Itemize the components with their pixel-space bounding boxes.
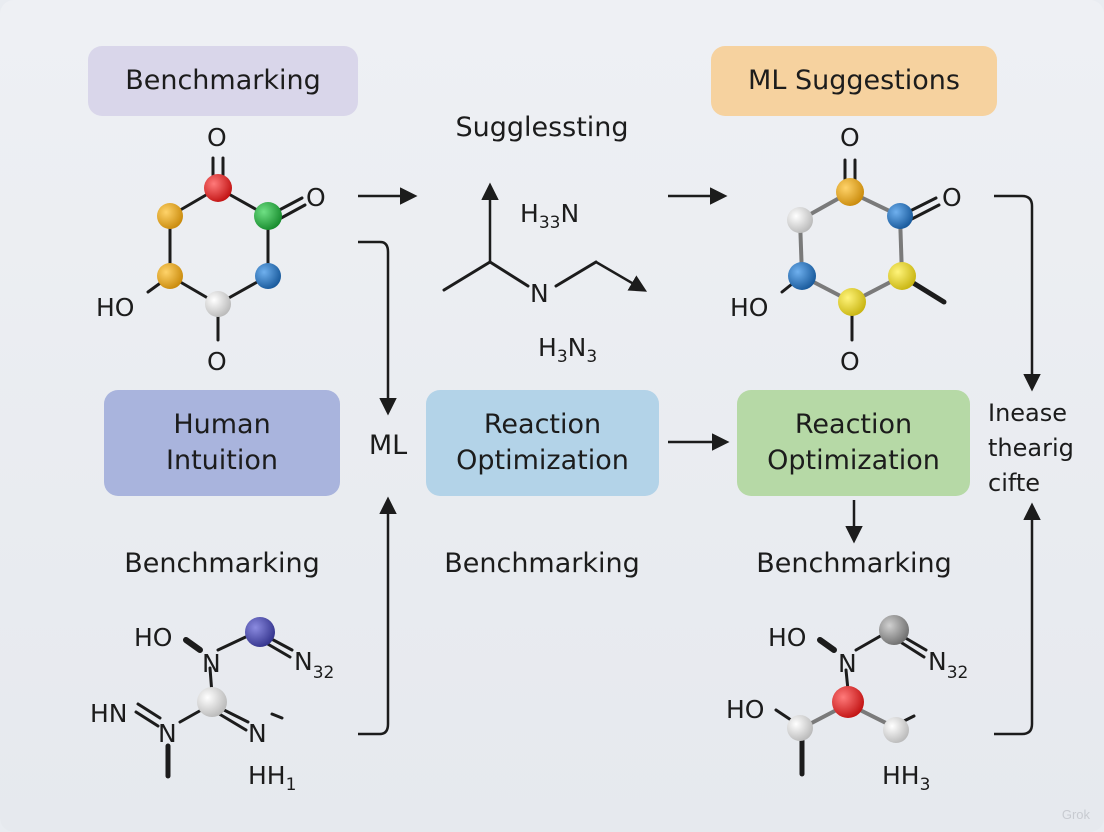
- atom-orange: [836, 178, 864, 206]
- human-intuition-line1: Human: [173, 408, 271, 440]
- bl-ho: HO: [134, 623, 172, 652]
- watermark: Grok: [1061, 807, 1090, 822]
- left-ring-o-top: O: [207, 123, 227, 152]
- bl-n32-sub: 32: [313, 663, 335, 683]
- h3n-n: N: [560, 199, 579, 228]
- human-intuition-line2: Intuition: [166, 445, 278, 476]
- increase-line1: Inease: [988, 399, 1068, 427]
- atom-purple: [245, 617, 275, 647]
- bl-n32: N: [294, 647, 313, 676]
- increase-line2: thearig: [988, 433, 1074, 462]
- h3n3-h: H: [538, 333, 557, 362]
- left-ring-ho: HO: [96, 293, 134, 322]
- reaction-optimization-box-1: Reaction Optimization: [426, 390, 659, 496]
- right-ring-molecule: O O O HO: [730, 123, 962, 376]
- benchmarking-bottom-middle: Benchmarking: [444, 548, 640, 579]
- bottom-left-molecule: HO N N32 HN N N HH1: [90, 617, 334, 795]
- arrow-right-bracket-up: [994, 502, 1041, 736]
- atom-yellow-orange: [157, 203, 183, 229]
- br-hh-sub: 3: [920, 775, 931, 795]
- middle-n: N: [530, 279, 549, 308]
- atom-gray: [879, 615, 909, 645]
- h3n3-sub1: 3: [557, 347, 568, 367]
- atom-white: [787, 715, 813, 741]
- h3n-h: H: [520, 199, 539, 228]
- br-n32: N: [928, 647, 947, 676]
- h3n-sub2: 3: [550, 213, 561, 233]
- br-ho-top: HO: [768, 623, 806, 652]
- bl-hn: HN: [90, 699, 128, 728]
- bl-n3: N: [248, 719, 267, 748]
- atom-yellow: [888, 262, 916, 290]
- arrow-right-bracket-down: [994, 194, 1041, 392]
- atom-green: [254, 202, 282, 230]
- svg-text:H3N3: H3N3: [538, 333, 597, 367]
- atom-white: [205, 291, 231, 317]
- reaction-optimization-2-line1: Reaction: [794, 408, 913, 440]
- benchmarking-bottom-right: Benchmarking: [756, 548, 952, 579]
- atom-blue: [255, 263, 281, 289]
- human-intuition-box: Human Intuition: [104, 390, 340, 496]
- arrow-bracket-to-ml-up: [358, 496, 397, 736]
- ml-suggestions-label: ML Suggestions: [748, 64, 960, 96]
- right-ring-o-bottom: O: [840, 347, 860, 376]
- atom-orange: [157, 263, 183, 289]
- atom-blue: [887, 203, 913, 229]
- atom-red: [204, 174, 232, 202]
- atom-blue: [788, 262, 816, 290]
- bl-n1: N: [202, 649, 221, 678]
- flow-arrows: [358, 187, 1041, 736]
- benchmarking-box: Benchmarking: [88, 46, 358, 116]
- reaction-optimization-1-line2: Optimization: [456, 445, 629, 476]
- bl-n2: N: [158, 719, 177, 748]
- br-hh: HH: [882, 761, 920, 790]
- increase-label: Inease thearig cifte: [988, 396, 1074, 500]
- br-n1: N: [838, 649, 857, 678]
- ml-label: ML: [368, 430, 408, 461]
- bottom-right-molecule: HO N N32 HO HH3: [726, 615, 968, 795]
- atom-white: [883, 717, 909, 743]
- atom-red: [832, 686, 864, 718]
- reaction-optimization-1-line1: Reaction: [483, 408, 602, 440]
- atom-white: [787, 207, 813, 233]
- left-ring-molecule: O O O HO: [96, 123, 326, 376]
- benchmarking-box-label: Benchmarking: [125, 64, 321, 96]
- h3n-sub: 3: [539, 213, 550, 233]
- br-ho-left: HO: [726, 695, 764, 724]
- bl-hh-sub: 1: [286, 775, 297, 795]
- left-ring-o-bottom: O: [207, 347, 227, 376]
- svg-text:N32: N32: [294, 647, 334, 683]
- atom-yellow: [838, 288, 866, 316]
- left-ring-o-right: O: [306, 183, 326, 212]
- reaction-optimization-2-line2: Optimization: [767, 445, 940, 476]
- svg-text:HH3: HH3: [882, 761, 930, 795]
- right-ring-ho: HO: [730, 293, 768, 322]
- increase-line3: cifte: [988, 468, 1041, 497]
- middle-fragment: H33N N H3N3: [442, 182, 648, 367]
- right-ring-o-top: O: [840, 123, 860, 152]
- bl-hh: HH: [248, 761, 286, 790]
- suggesting-label: Sugglessting: [455, 112, 629, 143]
- right-ring-o-right: O: [942, 183, 962, 212]
- svg-text:N32: N32: [928, 647, 968, 683]
- reaction-optimization-box-2: Reaction Optimization: [737, 390, 970, 496]
- h3n3-n: N: [568, 333, 587, 362]
- h3n3-sub2: 3: [586, 347, 597, 367]
- arrow-bracket-to-ml-down: [358, 240, 397, 416]
- benchmarking-bottom-left: Benchmarking: [124, 548, 320, 579]
- svg-text:H33N: H33N: [520, 199, 579, 233]
- svg-text:HH1: HH1: [248, 761, 296, 795]
- atom-white: [197, 687, 227, 717]
- ml-suggestions-box: ML Suggestions: [711, 46, 997, 116]
- br-n32-sub: 32: [947, 663, 969, 683]
